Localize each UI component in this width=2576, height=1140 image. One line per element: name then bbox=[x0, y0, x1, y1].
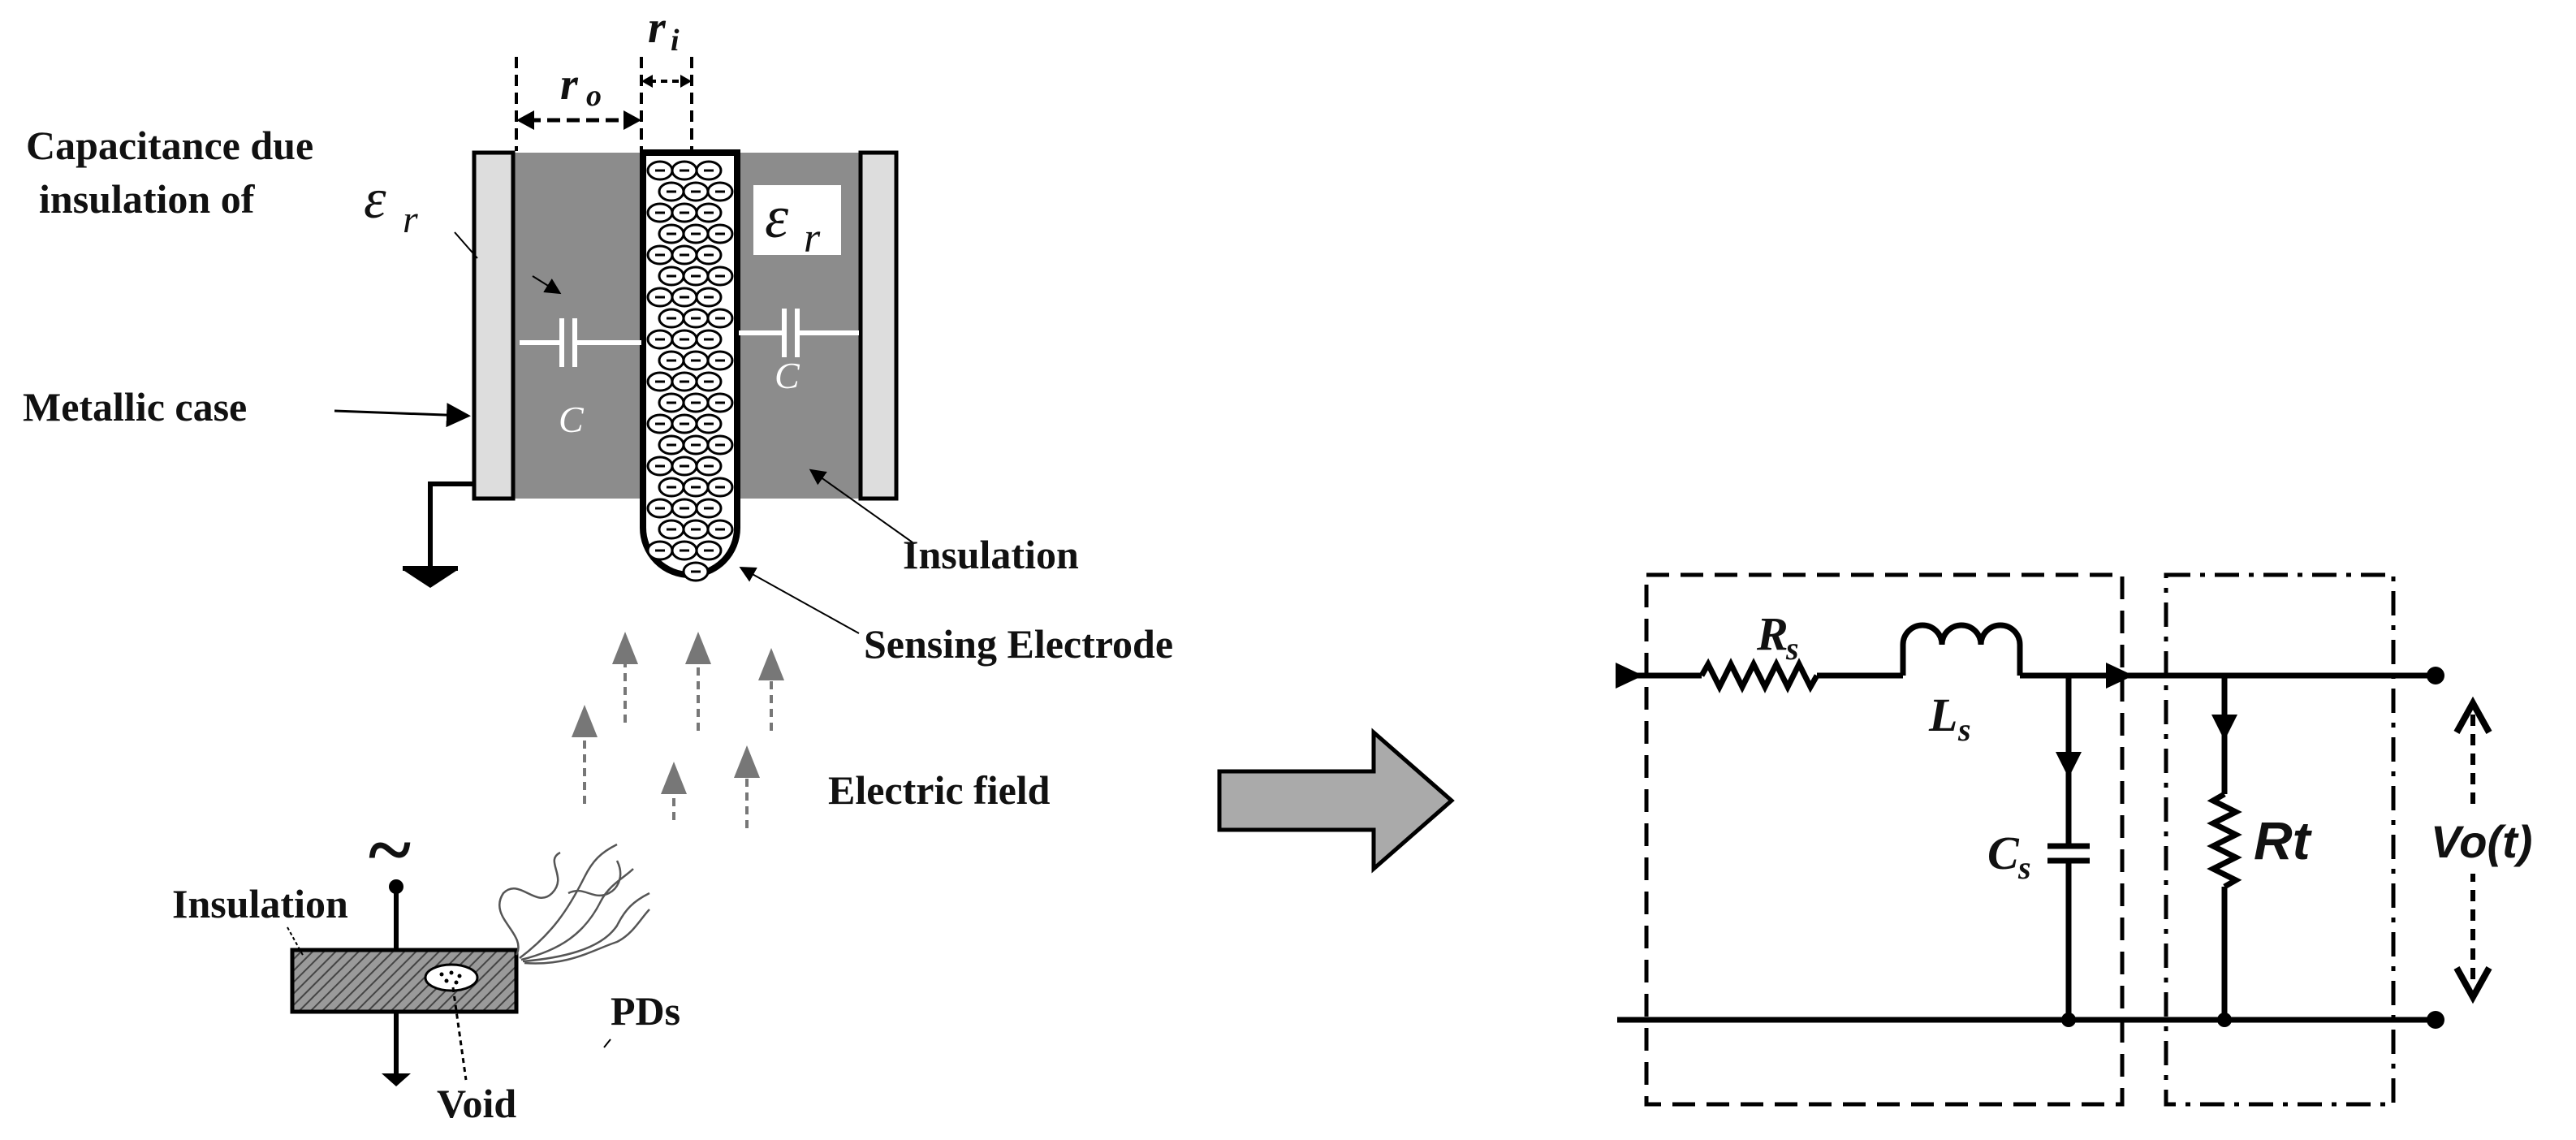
sensing-electrode-pointer bbox=[739, 567, 860, 634]
pds-pointer bbox=[603, 1039, 611, 1048]
input-arrow bbox=[1616, 663, 1643, 689]
vo-arrow-bottom bbox=[2453, 966, 2492, 1004]
electric-field-arrows bbox=[572, 632, 784, 828]
sensor-model-box bbox=[1644, 572, 2125, 1107]
ground-arrow bbox=[382, 1073, 411, 1086]
ls-label: L bbox=[1928, 689, 1957, 741]
vo-label: Vo(t) bbox=[2431, 816, 2532, 867]
equivalent-circuit: R s L s C s Rt Vo(t) bbox=[1616, 572, 2532, 1107]
ground-symbol bbox=[403, 481, 474, 571]
dimension-lines bbox=[515, 57, 693, 151]
output-arrow bbox=[2106, 663, 2134, 689]
metallic-case-label: Metallic case bbox=[23, 384, 247, 430]
insulation-sample bbox=[290, 948, 519, 1014]
source-insulation-label: Insulation bbox=[172, 881, 348, 926]
termination-box bbox=[2164, 572, 2396, 1107]
er-symbol-left: ε bbox=[364, 168, 386, 231]
metallic-case-right bbox=[858, 150, 899, 501]
er-sub-right: r bbox=[804, 215, 821, 261]
cs-branch bbox=[2047, 676, 2090, 1020]
cap-left-label: C bbox=[559, 399, 585, 440]
hv-terminal bbox=[389, 879, 403, 894]
cs-current-arrow bbox=[2056, 752, 2082, 778]
ac-source-symbol: ~ bbox=[369, 805, 411, 895]
capacitor-right bbox=[739, 309, 859, 357]
ground-triangle bbox=[404, 571, 456, 588]
metallic-case-left bbox=[472, 150, 516, 501]
er-sub-left: r bbox=[403, 198, 418, 241]
er-pointer bbox=[454, 231, 478, 259]
ls-sub: s bbox=[1957, 711, 1971, 748]
rs-label: R bbox=[1756, 607, 1789, 660]
void-label: Void bbox=[437, 1081, 516, 1126]
sensing-electrode-label: Sensing Electrode bbox=[864, 621, 1173, 667]
ri-label: r bbox=[648, 2, 667, 53]
ri-arrowheads bbox=[641, 75, 692, 88]
pd-source: ~ Insulation PDs Void bbox=[172, 805, 680, 1126]
output-terminal-top bbox=[2427, 667, 2444, 684]
er-symbol-right: ε bbox=[765, 184, 789, 251]
cap-right-label: C bbox=[775, 355, 800, 396]
cs-sub: s bbox=[2017, 849, 2031, 886]
transition-arrow bbox=[1217, 728, 1455, 874]
capacitor-left bbox=[520, 318, 641, 367]
electrons bbox=[646, 160, 734, 582]
capacitance-label-line1: Capacitance due bbox=[26, 123, 313, 168]
insulation-pointer bbox=[809, 469, 913, 543]
void bbox=[424, 963, 479, 992]
vo-arrow-top bbox=[2453, 696, 2492, 734]
pd-discharge-marks bbox=[498, 843, 650, 965]
void-dots bbox=[439, 970, 462, 985]
void-pointer bbox=[451, 987, 468, 1081]
insulation-label: Insulation bbox=[903, 532, 1079, 577]
ri-sub: i bbox=[671, 24, 680, 58]
top-wire bbox=[1620, 622, 2436, 693]
electric-field-label: Electric field bbox=[828, 767, 1051, 813]
ro-label: r bbox=[560, 59, 579, 110]
rs-sub: s bbox=[1785, 630, 1799, 667]
insulation-pointer-inner bbox=[532, 275, 562, 295]
er-label-box bbox=[753, 185, 841, 255]
output-terminal-bottom bbox=[2427, 1011, 2444, 1029]
ro-sub: o bbox=[586, 79, 602, 113]
rt-label: Rt bbox=[2254, 810, 2313, 870]
rt-current-arrow bbox=[2211, 715, 2237, 741]
sensor: ε r C C r o r bbox=[23, 2, 1173, 667]
pds-label: PDs bbox=[611, 988, 680, 1034]
vo-label-bg bbox=[2431, 804, 2522, 874]
metallic-case-pointer bbox=[334, 403, 471, 428]
cs-label: C bbox=[1987, 827, 2020, 879]
capacitance-label-line2: insulation of bbox=[39, 176, 256, 222]
